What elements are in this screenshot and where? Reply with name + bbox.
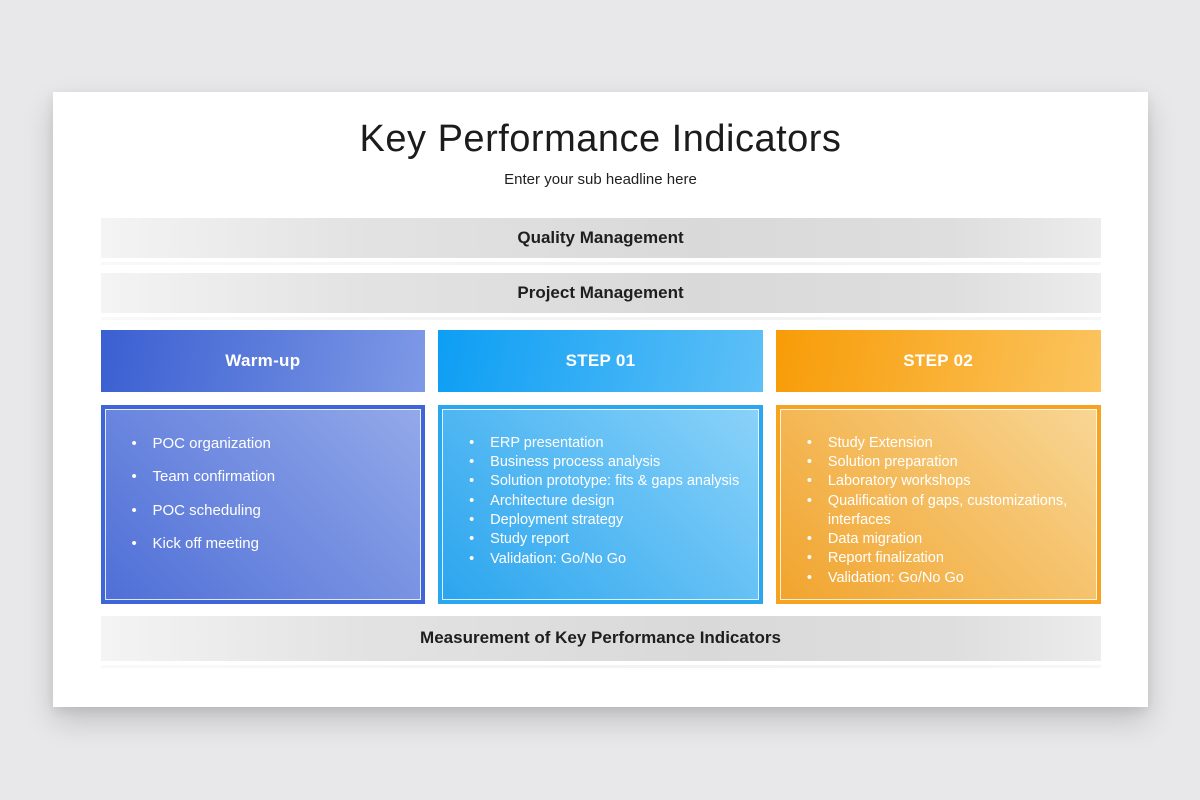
bar-measurement-kpi-label: Measurement of Key Performance Indicator…	[420, 628, 781, 648]
slide-card: Key Performance Indicators Enter your su…	[53, 92, 1148, 707]
list-item: Qualification of gaps, customizations, i…	[804, 492, 1079, 530]
column-header-step-02: STEP 02	[775, 329, 1101, 392]
panel-step-01: ERP presentation Business process analys…	[438, 404, 763, 604]
list-item: Laboratory workshops	[804, 472, 1079, 491]
list-item: POC organization	[129, 434, 404, 454]
bullet-list-step-02: Study Extension Solution preparation Lab…	[804, 434, 1079, 588]
list-item: Validation: Go/No Go	[804, 569, 1079, 588]
column-header-warmup-label: Warm-up	[225, 350, 301, 370]
page-subtitle: Enter your sub headline here	[504, 170, 697, 188]
bullet-list-warmup: POC organization Team confirmation POC s…	[129, 434, 404, 554]
panel-warmup: POC organization Team confirmation POC s…	[100, 404, 426, 604]
bar-reflection	[100, 261, 1101, 265]
column-header-step-01: STEP 01	[438, 329, 763, 392]
list-item: Data migration	[804, 530, 1079, 549]
list-item: Business process analysis	[466, 453, 741, 472]
bar-reflection	[100, 664, 1101, 668]
list-item: Team confirmation	[129, 467, 404, 487]
list-item: Validation: Go/No Go	[466, 550, 741, 569]
bar-quality-management-label: Quality Management	[517, 227, 684, 247]
list-item: ERP presentation	[466, 434, 741, 453]
list-item: Kick off meeting	[129, 534, 404, 554]
bar-quality-management: Quality Management	[100, 217, 1101, 258]
list-item: Solution preparation	[804, 453, 1079, 472]
list-item: Architecture design	[466, 492, 741, 511]
list-item: Report finalization	[804, 549, 1079, 568]
bar-reflection	[100, 316, 1101, 320]
list-item: Deployment strategy	[466, 511, 741, 530]
list-item: Solution prototype: fits & gaps analysis	[466, 472, 741, 491]
panel-step-02: Study Extension Solution preparation Lab…	[775, 404, 1101, 604]
column-headers-row: Warm-up STEP 01 STEP 02	[100, 329, 1101, 392]
column-header-step-01-label: STEP 01	[565, 350, 636, 370]
bullet-list-step-01: ERP presentation Business process analys…	[466, 434, 741, 569]
slide-content: Quality Management Project Management Wa…	[100, 217, 1101, 668]
list-item: Study report	[466, 530, 741, 549]
page-title: Key Performance Indicators	[359, 118, 842, 160]
column-header-warmup: Warm-up	[100, 329, 426, 392]
column-header-step-02-label: STEP 02	[903, 350, 974, 370]
bar-measurement-kpi: Measurement of Key Performance Indicator…	[100, 615, 1101, 661]
column-panels-row: POC organization Team confirmation POC s…	[100, 404, 1101, 604]
list-item: Study Extension	[804, 434, 1079, 453]
bar-project-management-label: Project Management	[517, 282, 684, 302]
bar-project-management: Project Management	[100, 272, 1101, 313]
list-item: POC scheduling	[129, 501, 404, 521]
